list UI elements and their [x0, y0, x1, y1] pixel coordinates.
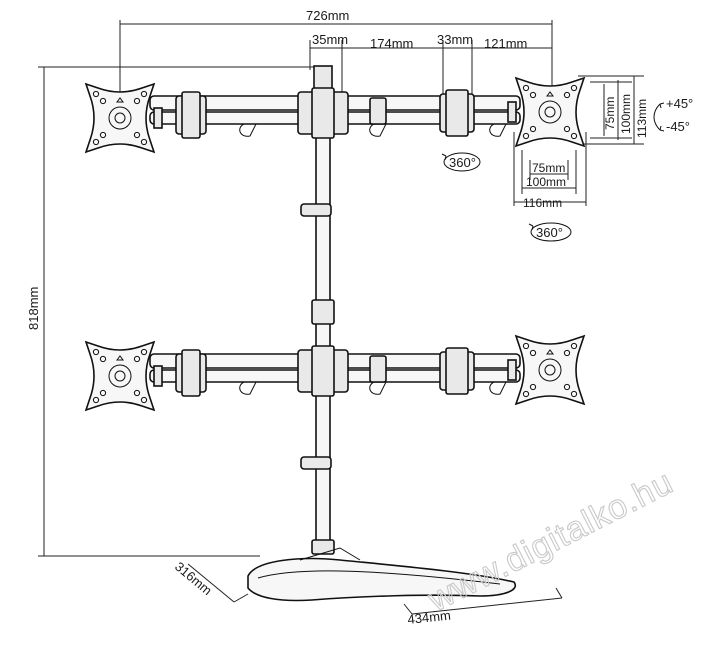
rotate-360-icon: 360° [528, 222, 572, 242]
bottom-arm [149, 345, 521, 397]
vesa-screw-hole [133, 389, 141, 397]
vesa-center-ring [538, 358, 562, 382]
vesa-center-ring [108, 364, 132, 388]
vesa-screw-hole [570, 342, 578, 350]
vesa-screw-hole [140, 138, 148, 146]
vesa-screw-hole [529, 125, 537, 133]
base-plate [247, 547, 517, 602]
vesa-plate-top-left [84, 82, 163, 154]
vesa-screw-hole [529, 383, 537, 391]
dim-base-depth: 316mm [172, 559, 215, 598]
vesa-screw-hole [563, 91, 571, 99]
rotate-label-bottom: 360° [536, 225, 563, 240]
dim-arm-offset: 35mm [312, 32, 348, 47]
vesa-arrow-mark [116, 355, 124, 361]
vesa-screw-hole [522, 132, 530, 140]
vesa-screw-hole [563, 349, 571, 357]
vesa-center-hole [544, 106, 556, 118]
dim-clamp-width: 33mm [437, 32, 473, 47]
vesa-plate-outline [84, 340, 156, 412]
vesa-bracket [507, 359, 517, 381]
vesa-screw-hole [99, 355, 107, 363]
tilt-down-label: -45° [666, 119, 690, 134]
vesa-screw-hole [99, 97, 107, 105]
vesa-screw-hole [529, 91, 537, 99]
center-pole [300, 65, 335, 555]
dim-vesa-v-100: 100mm [619, 94, 633, 134]
watermark: www.digitalko.hu [421, 463, 679, 620]
vesa-screw-hole [570, 84, 578, 92]
vesa-plate-bottom-left [84, 340, 163, 412]
vesa-plate-outline [514, 76, 586, 148]
vesa-plate-outline [84, 82, 156, 154]
vesa-center-hole [114, 370, 126, 382]
vesa-bracket [153, 107, 163, 129]
vesa-arrow-mark [546, 91, 554, 97]
vesa-center-ring [538, 100, 562, 124]
vesa-screw-hole [563, 125, 571, 133]
dim-vesa-v-75: 75mm [603, 97, 617, 130]
vesa-arrow-mark [546, 349, 554, 355]
dim-base-width: 434mm [407, 608, 452, 627]
vesa-center-hole [544, 364, 556, 376]
vesa-screw-hole [133, 355, 141, 363]
dimension-lines [38, 20, 644, 615]
vesa-screw-hole [522, 390, 530, 398]
vesa-arrow-mark [116, 97, 124, 103]
vesa-screw-hole [99, 131, 107, 139]
vesa-plate-top-right [507, 76, 586, 148]
vesa-screw-hole [529, 349, 537, 357]
vesa-screw-hole [522, 84, 530, 92]
vesa-screw-hole [99, 389, 107, 397]
dim-total-width: 726mm [306, 8, 349, 23]
vesa-plate-outline [514, 334, 586, 406]
dim-end-length: 121mm [484, 36, 527, 51]
vesa-screw-hole [92, 348, 100, 356]
vesa-screw-hole [133, 97, 141, 105]
vesa-screw-hole [133, 131, 141, 139]
dim-arm-length: 174mm [370, 36, 413, 51]
tilt-arrow-icon [653, 102, 665, 132]
vesa-screw-hole [92, 138, 100, 146]
rotate-label-top: 360° [449, 155, 476, 170]
vesa-center-ring [108, 106, 132, 130]
dim-plate-height: 113mm [635, 99, 649, 138]
rotate-360-icon: 360° [441, 152, 481, 172]
vesa-screw-hole [140, 396, 148, 404]
vesa-center-hole [114, 112, 126, 124]
vesa-plate-bottom-right [507, 334, 586, 406]
dim-vesa-h-100: 100mm [526, 175, 566, 189]
vesa-bracket [507, 101, 517, 123]
vesa-screw-hole [570, 132, 578, 140]
vesa-screw-hole [522, 342, 530, 350]
top-arm [149, 87, 521, 139]
vesa-screw-hole [140, 348, 148, 356]
vesa-screw-hole [140, 90, 148, 98]
vesa-screw-hole [92, 90, 100, 98]
vesa-screw-hole [563, 383, 571, 391]
dim-vesa-h-75: 75mm [532, 161, 565, 175]
vesa-screw-hole [92, 396, 100, 404]
dim-height: 818mm [26, 287, 41, 330]
vesa-screw-hole [570, 390, 578, 398]
vesa-bracket [153, 365, 163, 387]
dim-plate-width: 116mm [523, 196, 562, 210]
tilt-up-label: +45° [666, 96, 693, 111]
